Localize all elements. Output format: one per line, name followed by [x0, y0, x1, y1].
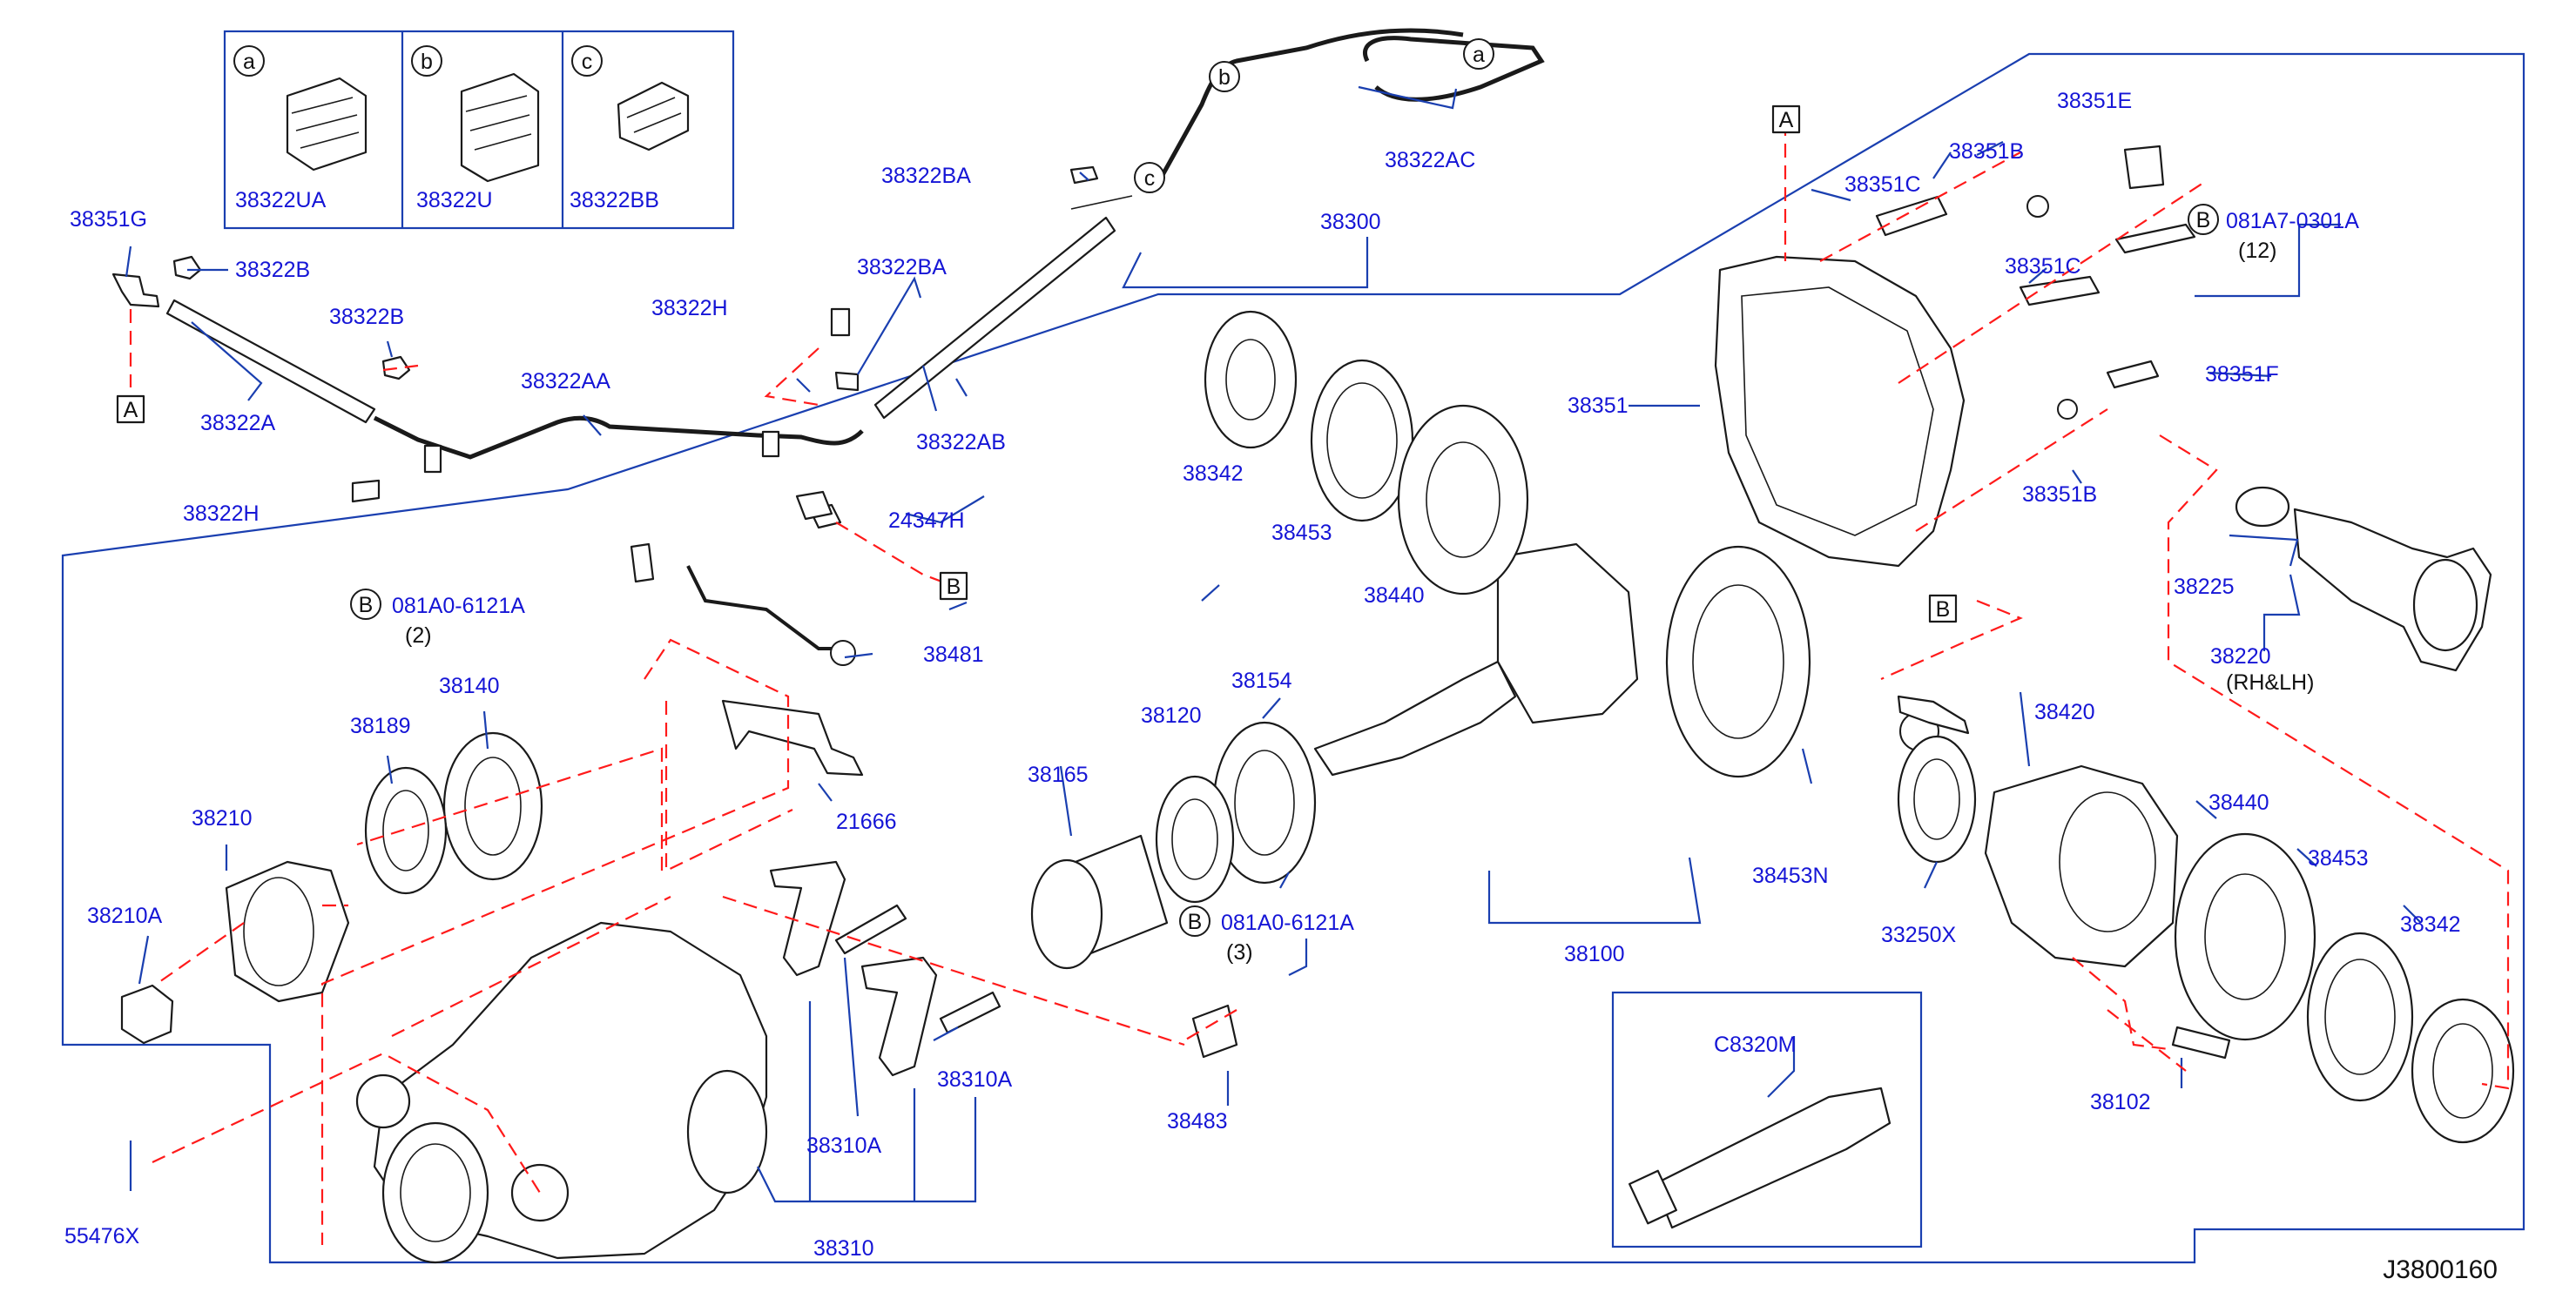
- label-38351C-2: 38351C: [2005, 254, 2081, 279]
- clip-b-icon: [460, 72, 540, 183]
- label-38322A: 38322A: [200, 411, 276, 435]
- label-38351E: 38351E: [2057, 89, 2132, 113]
- label-38481: 38481: [923, 643, 984, 667]
- clip-legend: a b c 38322UA 38322U 38322BB: [223, 30, 735, 230]
- label-38351B-2: 38351B: [2022, 482, 2097, 507]
- clip-name-38322U: 38322U: [416, 188, 493, 212]
- axle-shaft: [2235, 486, 2492, 672]
- bolt-marker-081A7: B: [2196, 208, 2211, 232]
- label-38453-left: 38453: [1271, 521, 1332, 545]
- qty-081A0-6121A-top: (2): [405, 623, 432, 648]
- clip-a-icon: [286, 77, 368, 172]
- label-38453N: 38453N: [1752, 864, 1829, 888]
- label-38310A-1: 38310A: [806, 1134, 882, 1158]
- label-38210: 38210: [192, 806, 253, 831]
- label-38322H-1: 38322H: [651, 296, 728, 320]
- label-38210A: 38210A: [87, 904, 163, 928]
- leader-lines: [125, 85, 2422, 1203]
- bolt-marker-081A0-bottom: B: [1188, 910, 1203, 934]
- clip-label-a: a: [243, 50, 255, 74]
- label-38310A-2: 38310A: [937, 1067, 1013, 1092]
- label-38322H-2: 38322H: [183, 501, 260, 526]
- label-081A0-6121A-top: 081A0-6121A: [392, 594, 525, 618]
- label-24347H: 24347H: [888, 508, 965, 533]
- label-33250X: 33250X: [1881, 923, 1957, 947]
- label-38322B-2: 38322B: [329, 305, 404, 329]
- diff-carrier: [355, 699, 1238, 1264]
- clip-name-38322UA: 38322UA: [235, 188, 327, 212]
- label-38310: 38310: [813, 1236, 874, 1261]
- label-38300: 38300: [1320, 210, 1381, 234]
- label-38225: 38225: [2174, 575, 2235, 599]
- grease-inset: [1611, 991, 1923, 1248]
- ref-marker-b-center: B: [947, 575, 961, 599]
- clip-name-38322BB: 38322BB: [570, 188, 659, 212]
- label-38322AB: 38322AB: [916, 430, 1006, 454]
- label-38342-right: 38342: [2400, 912, 2461, 937]
- pipe-clip-b-marker: b: [1218, 65, 1231, 90]
- breather-pipe-assembly: b c a: [111, 28, 1545, 529]
- label-38483: 38483: [1167, 1109, 1228, 1134]
- qty-38220: (RH&LH): [2226, 670, 2314, 695]
- label-38322BA-mid: 38322BA: [857, 255, 947, 279]
- bolt-marker-081A0-top: B: [359, 593, 374, 617]
- label-38322AC: 38322AC: [1385, 148, 1475, 172]
- pipe-clip-a-marker: a: [1473, 43, 1485, 67]
- label-38140: 38140: [439, 674, 500, 698]
- label-C8320M: C8320M: [1714, 1033, 1797, 1057]
- ref-marker-a-left: A: [124, 398, 138, 422]
- label-38322AA: 38322AA: [521, 369, 610, 394]
- label-38351C-1: 38351C: [1844, 172, 1921, 197]
- qty-081A0-6121A-bottom: (3): [1226, 940, 1253, 965]
- ref-marker-a-right: A: [1779, 108, 1794, 132]
- diagram-id: J3800160: [2383, 1255, 2498, 1284]
- reference-lines: [129, 122, 2510, 1245]
- label-38220: 38220: [2210, 644, 2271, 669]
- label-38100: 38100: [1564, 942, 1625, 966]
- assembly-outline: [61, 52, 2525, 1264]
- label-38453-right: 38453: [2308, 846, 2369, 871]
- pinion-bearings: [1030, 310, 1529, 970]
- label-38322BA-top: 38322BA: [881, 164, 971, 188]
- diff-rear-cover: [1714, 145, 2196, 568]
- clip-c-icon: [617, 81, 690, 151]
- label-38440-left: 38440: [1364, 583, 1425, 608]
- clip-label-b: b: [421, 50, 433, 74]
- sensor-harness: [630, 490, 856, 666]
- label-38440-right: 38440: [2208, 791, 2269, 815]
- label-38165: 38165: [1028, 763, 1089, 787]
- ref-markers: A A B B B B B: [116, 104, 2219, 937]
- label-38351: 38351: [1568, 394, 1629, 418]
- label-38120: 38120: [1141, 703, 1202, 728]
- label-081A7-0301A: 081A7-0301A: [2226, 209, 2359, 233]
- side-flange-bearings: [120, 731, 543, 1045]
- diff-case: [1897, 695, 2515, 1144]
- clip-label-c: c: [582, 50, 593, 74]
- label-38154: 38154: [1231, 669, 1292, 693]
- ref-marker-b-right: B: [1936, 597, 1951, 622]
- label-38351B-1: 38351B: [1949, 139, 2024, 164]
- label-38342-left: 38342: [1183, 461, 1244, 486]
- label-55476X: 55476X: [64, 1224, 140, 1248]
- qty-081A7-0301A: (12): [2238, 239, 2276, 263]
- pinion-ring-gear: [1313, 542, 1939, 778]
- label-38189: 38189: [350, 714, 411, 738]
- label-38351F: 38351F: [2205, 362, 2279, 387]
- label-21666: 21666: [836, 810, 897, 834]
- label-38420: 38420: [2034, 700, 2095, 724]
- label-38351G: 38351G: [70, 207, 147, 232]
- label-38102: 38102: [2090, 1090, 2151, 1114]
- label-081A0-6121A-bottom: 081A0-6121A: [1221, 911, 1354, 935]
- part-labels: 38322AC 38322BA 38322BA 38351G 38322B 38…: [64, 89, 2461, 1261]
- pipe-clip-c-marker: c: [1144, 166, 1156, 191]
- label-38322B-1: 38322B: [235, 258, 310, 282]
